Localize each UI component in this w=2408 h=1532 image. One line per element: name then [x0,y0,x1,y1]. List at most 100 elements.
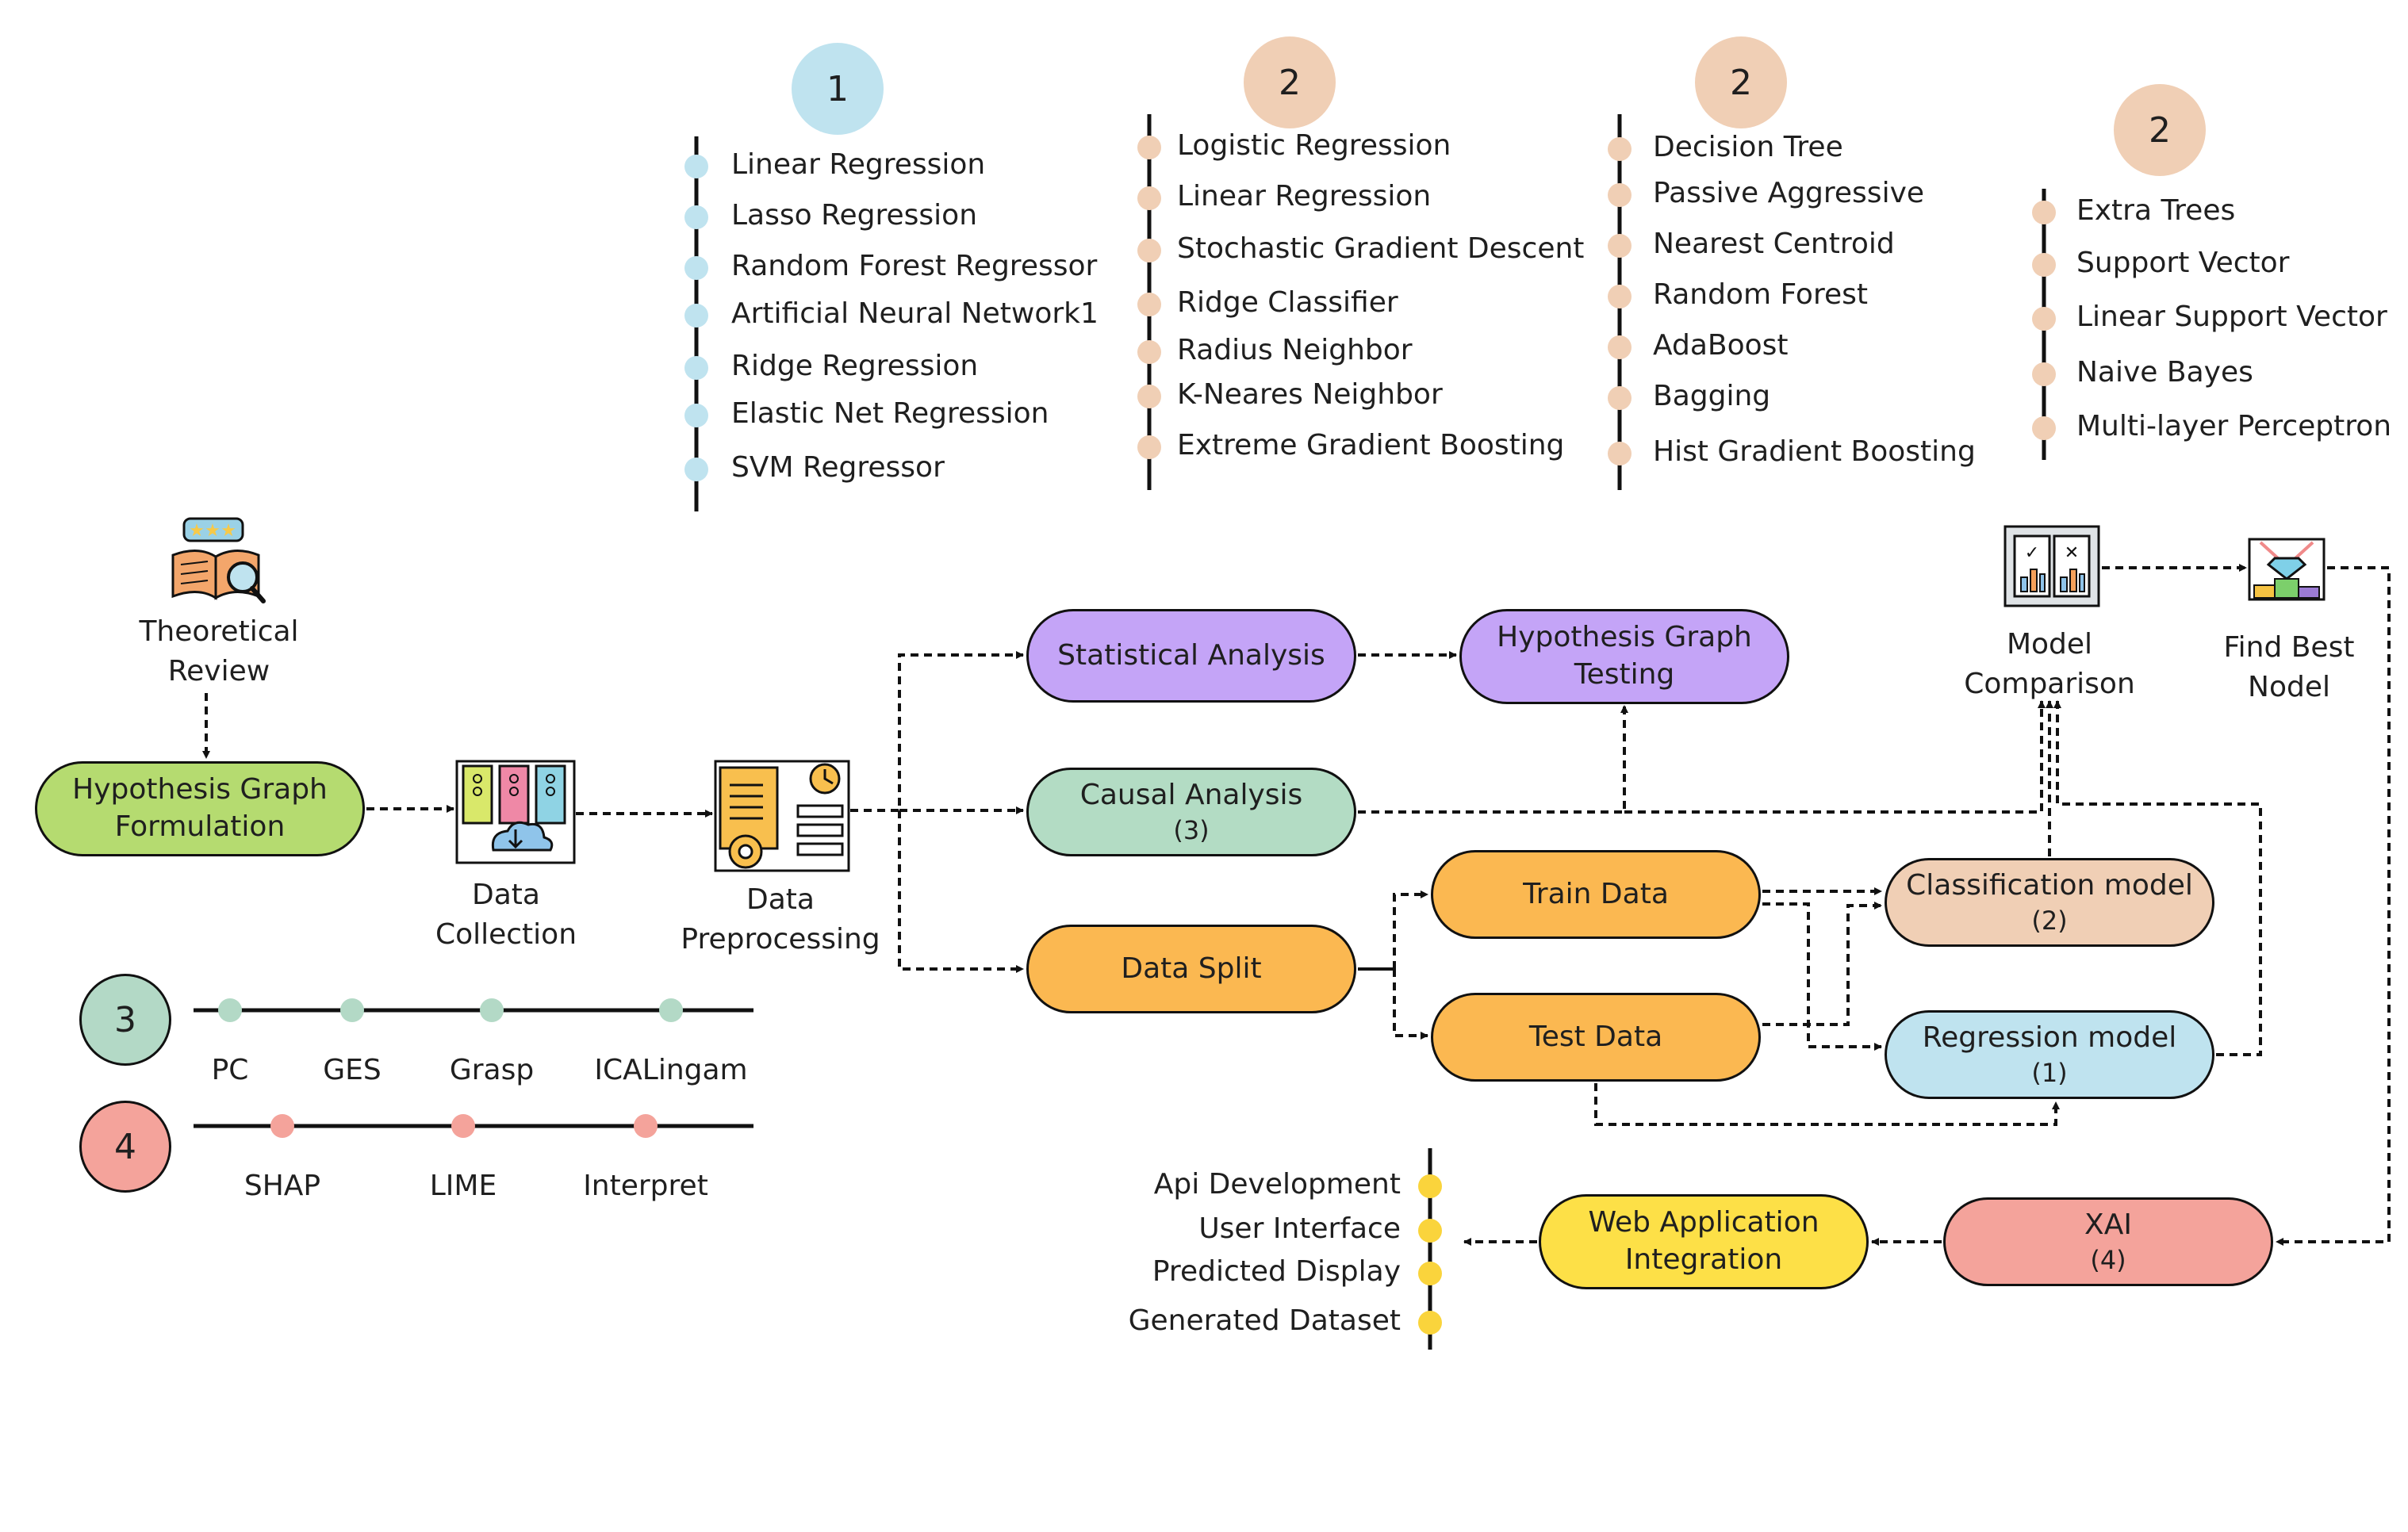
node-data-split: Data Split [1026,925,1356,1013]
edge-test-to-classification [1762,902,1882,1026]
node-label-line: (3) [1173,814,1210,845]
method-item-grasp: Grasp [449,1054,535,1086]
caption-line: Nodel [2248,670,2330,703]
method-row-badge-4: 4 [79,1101,171,1193]
edge-regression-to-comparison [2053,700,2262,1056]
deployment-dot [1418,1262,1442,1285]
method-row-dot [270,1114,294,1138]
node-label-line: XAI [2084,1208,2132,1241]
model-group-dot [2032,416,2056,440]
model-group-dot [1137,136,1161,159]
node-label-line: (1) [2031,1057,2068,1088]
model-group-dot [1608,234,1632,258]
model-item-k-neares-neighbor: K-Neares Neighbor [1177,378,1443,411]
model-group-dot [684,404,708,427]
svg-text:★: ★ [205,521,220,541]
server-cloud-icon [455,760,576,864]
method-row-dot [451,1114,475,1138]
node-train-data: Train Data [1431,850,1761,939]
node-label-line: Test Data [1528,1020,1663,1053]
model-group-dot [1137,239,1161,262]
document-gear-icon [714,760,850,872]
model-item-naive-bayes: Naive Bayes [2076,356,2253,389]
model-item-nearest-centroid: Nearest Centroid [1653,228,1895,260]
node-label-line: Classification model [1906,868,2193,902]
deployment-item-predicted-display: Predicted Display [1152,1255,1401,1288]
model-item-ridge-classifier: Ridge Classifier [1177,286,1398,319]
model-group-dot [1137,186,1161,210]
model-group-dot [684,205,708,229]
model-item-logistic-regression: Logistic Regression [1177,129,1451,162]
caption-line: Model [2006,628,2093,661]
model-item-linear-regression: Linear Regression [1177,180,1432,213]
svg-text:✕: ✕ [2065,543,2079,563]
model-item-linear-regression: Linear Regression [731,148,986,181]
edge-prep-to-statistical [850,651,1024,812]
model-group-dot [2032,307,2056,331]
book-magnifier-icon: ★★★ [171,517,266,603]
method-row-badge-3: 3 [79,974,171,1066]
svg-text:✓: ✓ [2025,543,2039,563]
edge-test-to-regression [1594,1083,2060,1126]
model-group-dot [2032,362,2056,386]
model-group-dot [1608,335,1632,359]
model-group-dot [1137,293,1161,316]
model-item-stochastic-gradient-descent: Stochastic Gradient Descent [1177,232,1585,265]
method-item-ges: GES [323,1054,382,1086]
model-item-svm-regressor: SVM Regressor [731,451,945,484]
node-classification-model: Classification model(2) [1885,858,2214,947]
node-label-line: Statistical Analysis [1057,638,1325,672]
node-label-line: Causal Analysis [1079,778,1303,811]
model-item-hist-gradient-boosting: Hist Gradient Boosting [1653,435,1976,468]
model-item-lasso-regression: Lasso Regression [731,199,978,232]
model-group-dot [2032,253,2056,277]
model-group-dot [1137,435,1161,459]
node-xai: XAI(4) [1943,1197,2273,1286]
chart-compare-icon: ✓✕ [2003,525,2100,607]
model-item-ridge-regression: Ridge Regression [731,350,979,382]
node-label-line: (2) [2031,905,2068,936]
node-regression-model: Regression model(1) [1885,1010,2214,1099]
model-item-linear-support-vector: Linear Support Vector [2076,301,2387,333]
node-label-line: Testing [1574,658,1675,691]
model-group-badge-3: 2 [1695,36,1787,128]
node-label-line: Data Split [1121,952,1262,985]
model-group-dot [1608,183,1632,207]
deployment-item-api-development: Api Development [1153,1168,1401,1201]
diamond-podium-icon [2248,538,2326,601]
model-group-dot [684,256,708,280]
edge-causal-to-comparison [1624,700,2046,814]
model-group-dot [1137,385,1161,408]
model-item-elastic-net-regression: Elastic Net Regression [731,397,1049,430]
method-item-interpret: Interpret [583,1170,708,1202]
deployment-item-generated-dataset: Generated Dataset [1128,1304,1401,1337]
deployment-dot [1418,1219,1442,1243]
svg-text:★: ★ [220,521,236,541]
model-group-badge-1: 1 [792,43,884,135]
caption-line: Data [746,883,815,916]
model-group-dot [1608,285,1632,308]
caption-line: Collection [435,917,577,951]
model-group-dot [1608,386,1632,410]
caption-line: Theoretical [139,615,299,648]
method-row-dot [340,998,364,1022]
model-group-dot [2032,201,2056,224]
edge-causal-to-testing [1358,705,1628,814]
model-item-extra-trees: Extra Trees [2076,194,2236,227]
model-item-passive-aggressive: Passive Aggressive [1653,177,1925,209]
node-statistical-analysis: Statistical Analysis [1026,609,1356,703]
node-label-line: Integration [1624,1243,1783,1276]
method-item-shap: SHAP [243,1170,321,1202]
method-item-pc: PC [211,1054,249,1086]
node-causal-analysis: Causal Analysis(3) [1026,768,1356,856]
model-item-adaboost: AdaBoost [1653,329,1789,362]
model-group-dot [684,356,708,380]
model-item-multi-layer-perceptron: Multi-layer Perceptron [2076,410,2392,442]
